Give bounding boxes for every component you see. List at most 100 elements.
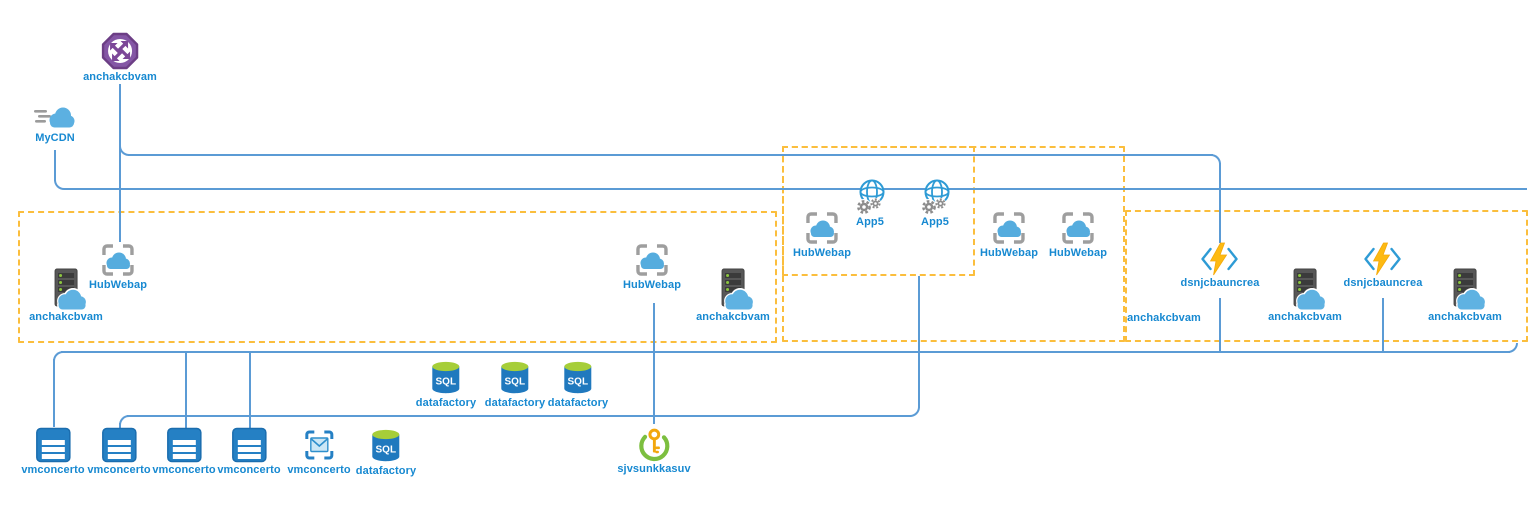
node-vm-2[interactable]: vmconcerto [87, 427, 151, 476]
node-label-cdn-1: MyCDN [35, 132, 75, 144]
node-cdn-1[interactable]: MyCDN [34, 103, 76, 144]
node-label-server-4: anchakcbvam [1428, 311, 1502, 323]
vm-icon [101, 427, 137, 463]
app-service-icon [915, 177, 955, 215]
node-label-sql-3: datafactory [547, 397, 609, 409]
sql-database-icon: SQL [369, 427, 403, 464]
web-app-icon [634, 242, 670, 278]
vm-icon [231, 427, 267, 463]
sql-database-icon: SQL [561, 359, 595, 396]
node-label-function-2: dsnjcbauncrea [1343, 277, 1423, 289]
connector-c-tm-branch [119, 146, 129, 156]
function-app-icon [1200, 242, 1240, 276]
svg-text:SQL: SQL [505, 377, 526, 388]
node-label-webapp-5: HubWebap [1048, 247, 1108, 259]
node-label-keyvault-1: sjvsunkkasuv [617, 463, 691, 475]
node-webapp-5[interactable]: HubWebap [1049, 210, 1107, 259]
node-webapp-3[interactable]: HubWebap [793, 210, 851, 259]
node-label-function-1: dsnjcbauncrea [1180, 277, 1260, 289]
node-function-2[interactable]: dsnjcbauncrea [1344, 242, 1423, 289]
node-label-webapp-2: HubWebap [622, 279, 682, 291]
mail-icon [301, 427, 337, 463]
server-cloud-icon [1282, 268, 1328, 310]
connector-c-lower-right [910, 407, 920, 417]
svg-text:SQL: SQL [436, 377, 457, 388]
node-sql-4[interactable]: SQL datafactory [356, 427, 416, 477]
connector-v-top-func1 [1219, 163, 1221, 243]
vm-icon [166, 427, 202, 463]
node-server-3[interactable]: anchakcbvam [1268, 268, 1342, 323]
node-sql-3[interactable]: SQL datafactory [548, 359, 608, 409]
node-label-group-right-label: anchakcbvam [1127, 312, 1201, 324]
node-label-vm-4: vmconcerto [217, 464, 281, 476]
node-server-4[interactable]: anchakcbvam [1428, 268, 1502, 323]
node-label-sql-4: datafactory [355, 465, 417, 477]
web-app-icon [1060, 210, 1096, 246]
connector-v-func1-bus [1219, 298, 1221, 353]
server-cloud-icon [1442, 268, 1488, 310]
node-vm-1[interactable]: vmconcerto [21, 427, 85, 476]
connector-line-bus [61, 351, 1510, 353]
function-app-icon [1363, 242, 1403, 276]
node-server-2[interactable]: anchakcbvam [696, 268, 770, 323]
node-label-sql-2: datafactory [484, 397, 546, 409]
connector-c-cdn [54, 180, 64, 190]
connector-v-cdn-down [54, 150, 56, 181]
node-label-server-3: anchakcbvam [1268, 311, 1342, 323]
node-label-server-1: anchakcbvam [29, 311, 103, 323]
web-app-icon [804, 210, 840, 246]
connector-line-cdn [64, 188, 1527, 190]
connector-c-bus-right [1508, 343, 1518, 353]
node-label-appservice-2: App5 [921, 216, 949, 228]
node-label-vm-2: vmconcerto [87, 464, 151, 476]
node-webapp-1[interactable]: HubWebap [89, 242, 147, 291]
node-label-sql-1: datafactory [415, 397, 477, 409]
connector-v-inner-lower [918, 276, 920, 408]
group-left [18, 211, 777, 343]
sql-database-icon: SQL [498, 359, 532, 396]
node-webapp-2[interactable]: HubWebap [623, 242, 681, 291]
node-label-vm-5: vmconcerto [287, 464, 351, 476]
node-label-traffic-manager-1: anchakcbvam [83, 71, 157, 83]
node-function-1[interactable]: dsnjcbauncrea [1181, 242, 1260, 289]
traffic-manager-icon [101, 32, 139, 70]
server-cloud-icon [43, 268, 89, 310]
node-webapp-4[interactable]: HubWebap [980, 210, 1038, 259]
cdn-icon [34, 103, 76, 131]
node-vm-3[interactable]: vmconcerto [152, 427, 216, 476]
connector-v-func2-bus [1382, 298, 1384, 353]
node-server-1[interactable]: anchakcbvam [29, 268, 103, 323]
node-label-server-2: anchakcbvam [696, 311, 770, 323]
node-label-webapp-1: HubWebap [88, 279, 148, 291]
node-sql-2[interactable]: SQL datafactory [485, 359, 545, 409]
svg-text:SQL: SQL [376, 445, 397, 456]
node-traffic-manager-1[interactable]: anchakcbvam [83, 32, 157, 83]
connector-c-top-right [1211, 154, 1221, 164]
node-label-vm-1: vmconcerto [21, 464, 85, 476]
connector-c-bus-left [53, 351, 63, 361]
connector-v-bus-vm3 [185, 352, 187, 428]
web-app-icon [991, 210, 1027, 246]
svg-text:SQL: SQL [568, 377, 589, 388]
node-appservice-1[interactable]: App5 [850, 177, 890, 228]
node-appservice-2[interactable]: App5 [915, 177, 955, 228]
node-keyvault-1[interactable]: sjvsunkkasuv [617, 422, 691, 475]
connector-line-top [128, 154, 1213, 156]
node-vm-4[interactable]: vmconcerto [217, 427, 281, 476]
connector-line-lower [127, 415, 911, 417]
node-group-right-label[interactable]: anchakcbvam [1127, 311, 1201, 324]
web-app-icon [100, 242, 136, 278]
node-label-appservice-1: App5 [856, 216, 884, 228]
group-right [1125, 210, 1528, 342]
node-vm-5[interactable]: vmconcerto [287, 427, 351, 476]
connector-v-webapp2-key [653, 303, 655, 424]
node-sql-1[interactable]: SQL datafactory [416, 359, 476, 409]
sql-database-icon: SQL [429, 359, 463, 396]
connector-v-bus-vm4 [249, 352, 251, 428]
key-vault-icon [634, 422, 674, 462]
vm-icon [35, 427, 71, 463]
connector-v-tm-webapp1 [119, 84, 121, 242]
connector-c-lower-left [119, 415, 129, 425]
app-service-icon [850, 177, 890, 215]
